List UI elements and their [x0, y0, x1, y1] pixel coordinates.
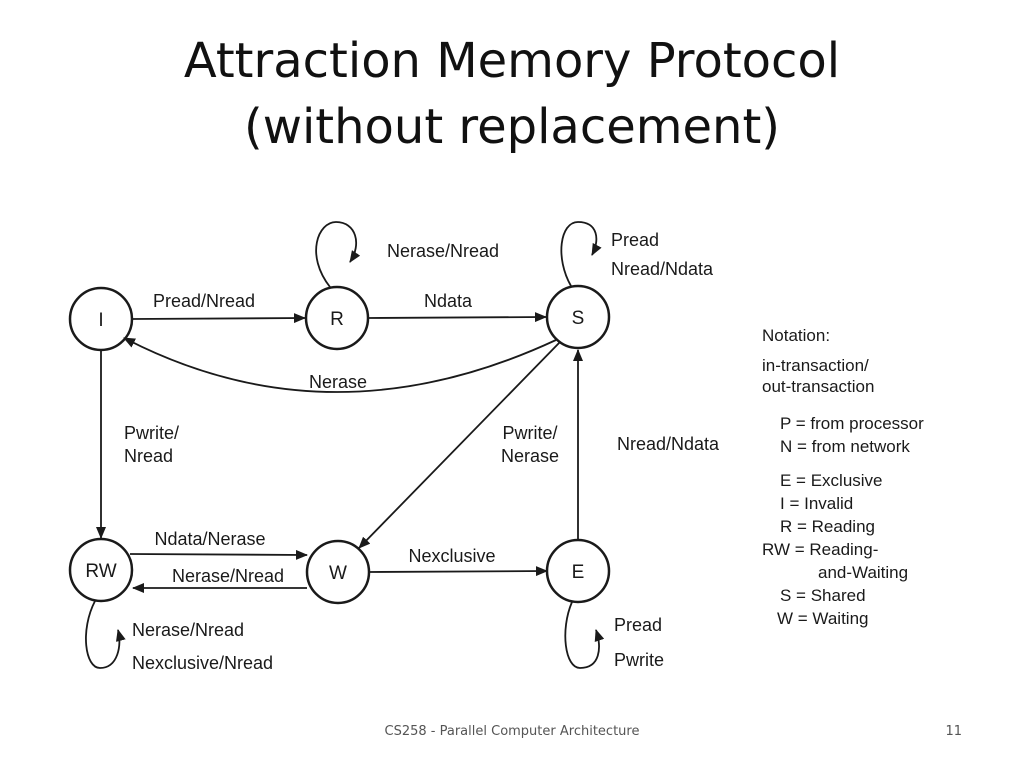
state-e-label: E: [572, 562, 585, 583]
loop-s: [560, 221, 602, 287]
label-i-to-rw-2: Nread: [124, 446, 173, 466]
state-s: S: [545, 284, 611, 350]
state-r: R: [304, 285, 370, 351]
state-r-label: R: [330, 309, 344, 330]
state-i: I: [68, 286, 134, 352]
label-r-self: Nerase/Nread: [387, 241, 499, 261]
notation-n: N = from network: [780, 437, 910, 456]
label-r-to-s: Ndata: [424, 291, 473, 311]
title-line-1: Attraction Memory Protocol: [183, 33, 841, 89]
page-number: 11: [945, 724, 962, 739]
label-e-self-1: Pread: [614, 615, 662, 635]
state-s-label: S: [572, 308, 585, 329]
slide-footer: CS258 - Parallel Computer Architecture: [384, 724, 640, 739]
slide-title: Attraction Memory Protocol (without repl…: [0, 28, 1024, 160]
notation-line-1: in-transaction/: [762, 356, 869, 375]
notation-s: S = Shared: [780, 586, 866, 605]
label-s-to-i: Nerase: [309, 372, 367, 392]
label-rw-self-1: Nerase/Nread: [132, 620, 244, 640]
notation-r: R = Reading: [780, 517, 875, 536]
label-s-to-w-1: Pwrite/: [502, 423, 557, 443]
notation-line-2: out-transaction: [762, 377, 874, 396]
state-w-label: W: [329, 563, 347, 584]
notation-p: P = from processor: [780, 414, 924, 433]
edge-r-to-s: [367, 312, 547, 323]
label-i-to-rw-1: Pwrite/: [124, 423, 179, 443]
notation-w: W = Waiting: [777, 609, 868, 628]
label-e-to-s: Nread/Ndata: [617, 434, 720, 454]
state-w: W: [305, 539, 371, 605]
loop-r: [315, 221, 361, 288]
label-w-to-e: Nexclusive: [408, 546, 495, 566]
label-w-to-rw: Nerase/Nread: [172, 566, 284, 586]
edge-w-to-e: [368, 566, 548, 577]
edge-s-to-w: [358, 341, 561, 549]
state-rw-label: RW: [85, 561, 116, 582]
loop-rw: [85, 600, 126, 669]
state-rw: RW: [68, 537, 134, 603]
label-s-self-2: Nread/Ndata: [611, 259, 714, 279]
notation-legend: Notation: in-transaction/ out-transactio…: [762, 326, 924, 628]
state-i-label: I: [98, 310, 103, 331]
notation-heading: Notation:: [762, 326, 830, 345]
loop-e: [564, 601, 605, 669]
edge-i-to-r: [131, 313, 306, 324]
label-s-to-w-2: Nerase: [501, 446, 559, 466]
title-line-2: (without replacement): [243, 99, 781, 155]
state-e: E: [545, 538, 611, 604]
notation-e: E = Exclusive: [780, 471, 883, 490]
edge-rw-to-w: [129, 549, 308, 560]
label-rw-to-w: Ndata/Nerase: [154, 529, 265, 549]
label-i-to-r: Pread/Nread: [153, 291, 255, 311]
notation-rw-2: and-Waiting: [818, 563, 908, 582]
label-rw-self-2: Nexclusive/Nread: [132, 653, 273, 673]
label-e-self-2: Pwrite: [614, 650, 664, 670]
edge-s-to-i: [123, 337, 557, 393]
label-s-self-1: Pread: [611, 230, 659, 250]
notation-i: I = Invalid: [780, 494, 853, 513]
notation-rw-1: RW = Reading-: [762, 540, 878, 559]
